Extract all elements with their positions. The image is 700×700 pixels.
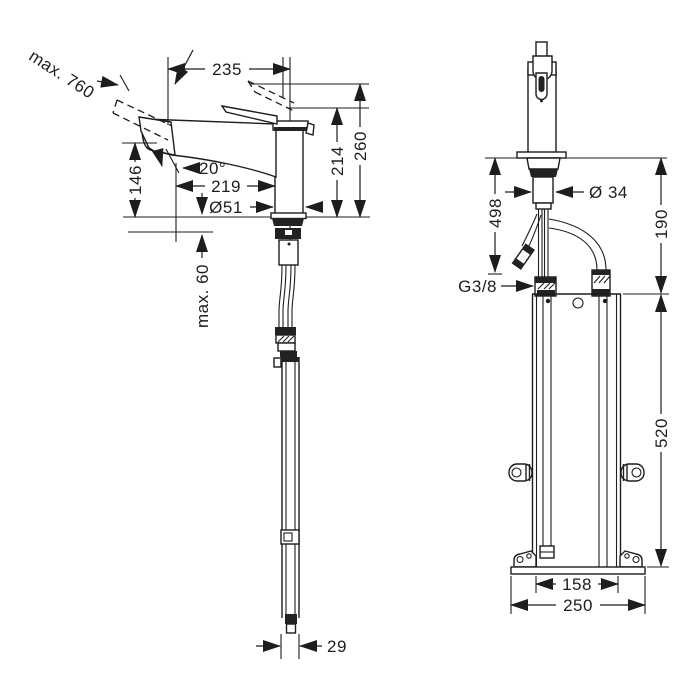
- lever-open-dashed: [254, 91, 297, 113]
- lever-side: [220, 105, 278, 125]
- hose-line: [278, 264, 283, 327]
- release-button: [540, 99, 543, 103]
- dim-260: 260: [250, 83, 370, 218]
- spray-head: [138, 116, 176, 156]
- escutcheon: [526, 157, 561, 170]
- installation-box: [508, 293, 646, 575]
- supply-hose: [521, 213, 538, 247]
- dim-190: 190: [623, 157, 671, 295]
- supply-hose-connector: [511, 243, 535, 270]
- foot-right: [619, 550, 643, 568]
- dim-214: 214: [288, 107, 369, 218]
- spray-head-pulled-dashed: [112, 99, 118, 114]
- guide-tube-cap: [282, 357, 299, 362]
- base-plate: [516, 151, 567, 159]
- lever-open-dashed: [247, 80, 295, 104]
- outlet-hose: [548, 218, 607, 271]
- angle-arc: [146, 146, 164, 167]
- mounting-nut-slot: [285, 230, 292, 235]
- escutcheon-seal: [529, 169, 558, 177]
- dim-219-label: 219: [211, 177, 241, 196]
- dim-34-label: Ø 34: [589, 183, 628, 202]
- dim-max-pullout-leader: [96, 75, 119, 88]
- box-screw: [602, 298, 608, 304]
- hose-connector-band: [275, 327, 296, 335]
- lever-end-tab: [305, 122, 315, 136]
- valve-dot: [287, 242, 291, 246]
- lever-hub-seam: [274, 127, 307, 131]
- dim-g38-label: G3/8: [458, 277, 497, 296]
- dim-angle-20: 20°: [146, 146, 226, 178]
- dim-max-pullout: max. 760: [26, 46, 119, 102]
- dim-29-label: 29: [327, 637, 347, 656]
- dim-146: 146: [122, 142, 157, 218]
- dim-max-60-label: max. 60: [193, 264, 212, 328]
- dim-235: 235: [167, 57, 291, 125]
- dim-214-label: 214: [328, 146, 347, 176]
- dim-max-60: max. 60: [193, 193, 212, 328]
- dim-158: 158: [535, 575, 619, 594]
- mounting-clip-right: [620, 463, 645, 482]
- hose-connector-nut: [277, 342, 296, 352]
- hose-line: [287, 264, 292, 327]
- spray-head-pulled-dashed: [112, 112, 169, 141]
- box-hole: [572, 297, 584, 309]
- foot-left: [513, 550, 537, 568]
- faucet-side-profile: [138, 105, 315, 218]
- dim-190-label: 190: [652, 209, 671, 239]
- valve-body: [278, 239, 299, 266]
- faucet-column: [274, 129, 304, 218]
- tube-end-cap: [285, 623, 297, 634]
- box-screw: [545, 298, 551, 304]
- dim-158-label: 158: [562, 575, 592, 594]
- dim-max-pullout-label: max. 760: [26, 46, 98, 102]
- lever-open-dashed: [247, 80, 256, 93]
- front-view: Ø 34 498 G3/8 190: [458, 41, 671, 615]
- outlet-hose-fitting: [591, 269, 611, 297]
- dim-520-label: 520: [652, 418, 671, 448]
- dim-diameter-34: Ø 34: [505, 183, 628, 202]
- dim-235-label: 235: [212, 60, 242, 79]
- under-counter-front: [508, 157, 646, 575]
- base-flange: [270, 212, 307, 220]
- faucet-front-profile: [516, 41, 567, 159]
- dim-29: 29: [256, 634, 347, 659]
- hose-line: [291, 264, 296, 327]
- tube-fitting-detail: [283, 532, 293, 542]
- base-seal: [272, 218, 304, 226]
- mounting-clip-left: [508, 463, 533, 482]
- spray-head-pulled-dashed: [116, 99, 173, 127]
- dim-498: 498: [485, 157, 505, 275]
- pullout-hose-fitting: [534, 276, 557, 297]
- guide-tube-tab: [273, 357, 282, 368]
- dim-219: 219: [175, 163, 276, 242]
- shank: [532, 176, 554, 204]
- dim-520: 520: [647, 294, 671, 568]
- dim-146-label: 146: [126, 165, 145, 195]
- pullout-direction-arrow: [174, 49, 194, 85]
- dim-250: 250: [510, 576, 646, 615]
- outlet-hose: [548, 227, 598, 271]
- angle-reference-line: [165, 148, 180, 174]
- dim-250-label: 250: [563, 596, 593, 615]
- dim-498-label: 498: [486, 198, 505, 228]
- tube-end-band: [285, 614, 297, 624]
- pullout-end-tick: [119, 74, 130, 92]
- under-counter-side: [270, 212, 307, 634]
- shank-step: [535, 202, 552, 210]
- dim-260-label: 260: [351, 131, 370, 161]
- dim-g38: G3/8: [458, 277, 534, 296]
- dim-diameter-51: Ø51: [209, 198, 323, 217]
- box-base-plate: [510, 566, 646, 575]
- hose-line: [282, 264, 287, 327]
- dim-20deg-label: 20°: [199, 159, 226, 178]
- dim-51-label: Ø51: [209, 198, 243, 217]
- hose-connector-band: [280, 351, 297, 357]
- side-view: max. 760 235 260 214: [26, 46, 370, 659]
- aerator: [538, 76, 545, 92]
